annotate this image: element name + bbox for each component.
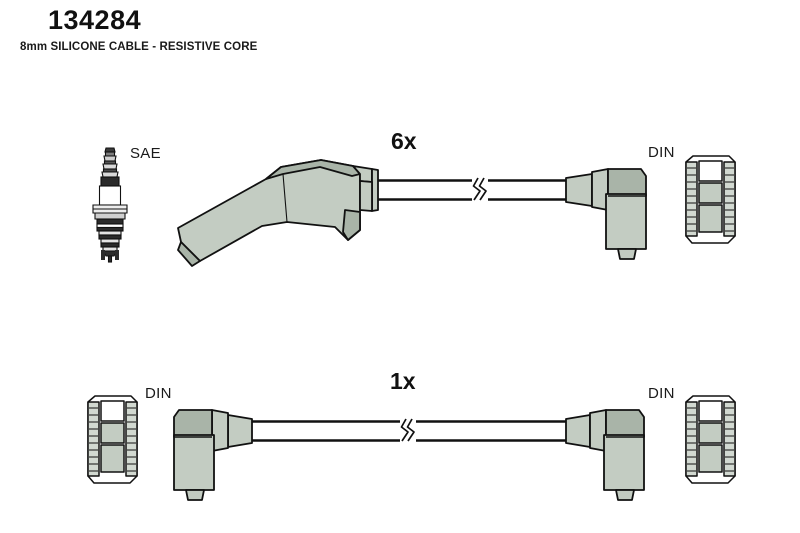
din-boot-right-angle-bottom-right — [565, 409, 645, 501]
cable-break-icon-bottom — [400, 418, 416, 443]
cable-top — [368, 179, 572, 201]
din-socket-icon-bottom-right — [685, 395, 736, 484]
din-socket-icon-top — [685, 155, 736, 244]
din-boot-right-angle-bottom-left — [173, 409, 253, 501]
din-boot-right-angle-top — [565, 168, 647, 260]
terminal-label-sae: SAE — [130, 145, 161, 162]
terminal-label-din-bottom-left: DIN — [145, 385, 172, 402]
cable-bottom — [246, 420, 570, 442]
quantity-label-top: 6x — [391, 128, 417, 154]
din-socket-icon-bottom-left — [87, 395, 138, 484]
quantity-label-bottom: 1x — [390, 368, 416, 394]
terminal-label-din-top-right: DIN — [648, 144, 675, 161]
spark-plug-icon — [92, 147, 128, 263]
terminal-label-din-bottom-right: DIN — [648, 385, 675, 402]
part-description: 8mm SILICONE CABLE - RESISTIVE CORE — [20, 41, 258, 53]
cable-break-icon-top — [472, 177, 488, 202]
spark-plug-boot-angled — [177, 159, 379, 267]
page-title: 134284 — [48, 5, 142, 35]
